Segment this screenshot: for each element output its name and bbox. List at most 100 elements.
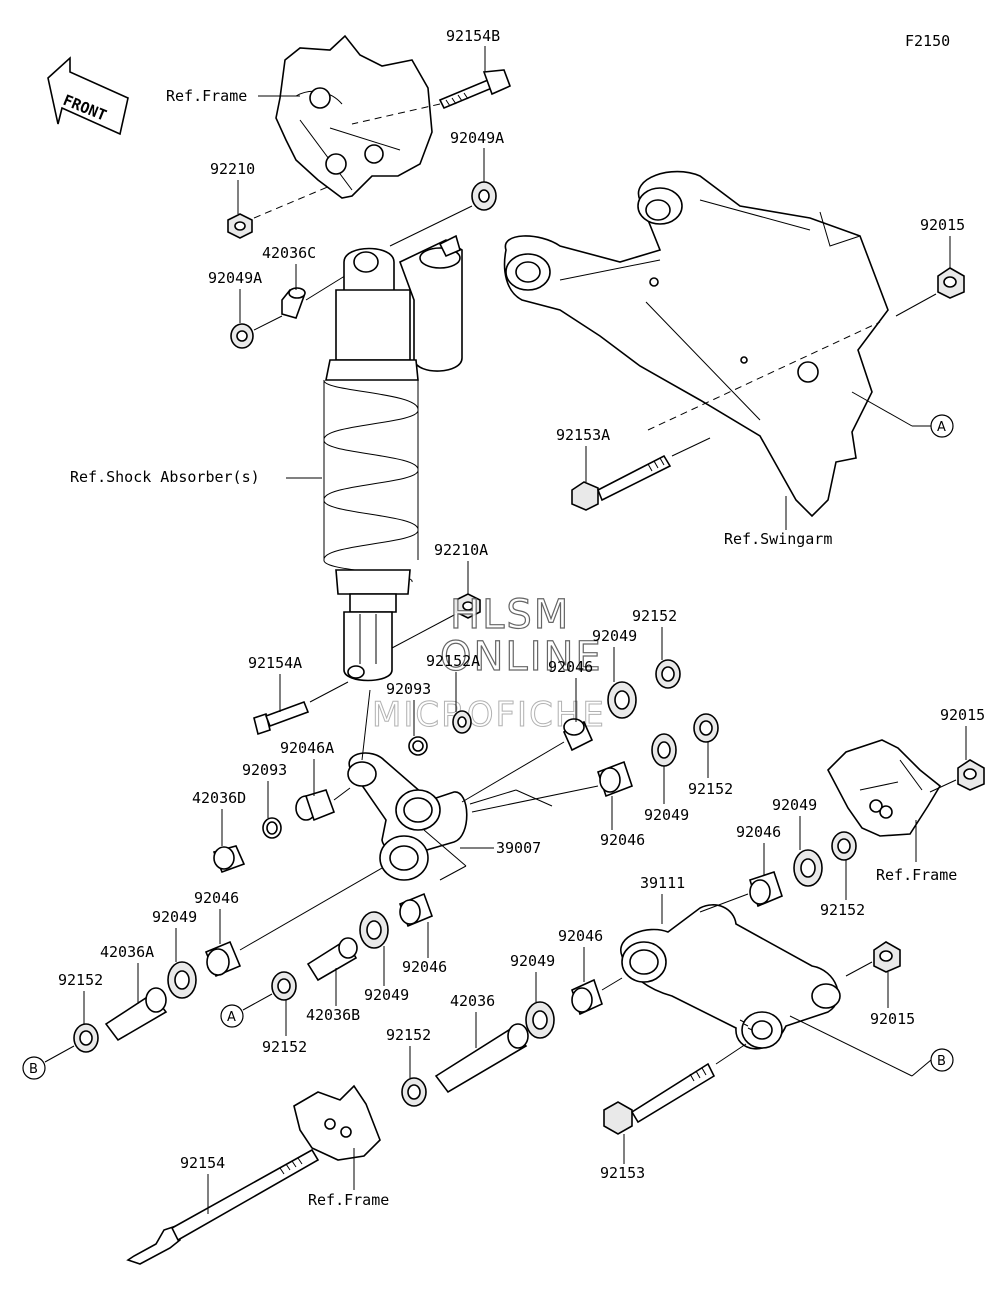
label-42036A: 42036A <box>100 943 154 961</box>
bearing-92046-e <box>204 940 242 978</box>
label-92049-c: 92049 <box>772 796 817 814</box>
frame-top-bracket <box>275 34 433 199</box>
nut-92015-right <box>957 759 985 791</box>
label-92015-bottom: 92015 <box>870 1010 915 1028</box>
washer-92152-d <box>73 1023 99 1053</box>
washer-92152-c <box>831 831 857 861</box>
watermark: HLSM ONLINE MICROFICHE <box>372 591 605 735</box>
callout-b-right: B <box>930 1048 954 1072</box>
washer-92152-f <box>271 971 297 1001</box>
washer-92049-b <box>651 733 677 767</box>
label-39111: 39111 <box>640 874 685 892</box>
svg-text:A: A <box>227 1010 236 1025</box>
label-92152A: 92152A <box>426 652 480 670</box>
ref-frame-right: Ref.Frame <box>876 866 957 884</box>
label-92154: 92154 <box>180 1154 225 1172</box>
label-92049-d: 92049 <box>510 952 555 970</box>
washer-92152A <box>452 710 472 734</box>
bolt-92153A <box>571 454 672 511</box>
svg-text:A: A <box>937 420 946 435</box>
shock-absorber <box>323 234 463 682</box>
label-92049A-top: 92049A <box>450 129 504 147</box>
nut-92015-bottom <box>873 941 901 973</box>
label-92154A: 92154A <box>248 654 302 672</box>
label-92152-b: 92152 <box>688 780 733 798</box>
bolt-92154A <box>253 700 310 736</box>
label-92046-b: 92046 <box>600 831 645 849</box>
label-92154B: 92154B <box>446 27 500 45</box>
label-92210A: 92210A <box>434 541 488 559</box>
label-92046-f: 92046 <box>402 958 447 976</box>
nut-92210A <box>455 593 481 619</box>
tie-rod-39007 <box>347 752 468 881</box>
svg-text:B: B <box>937 1054 946 1069</box>
label-92046-d: 92046 <box>558 927 603 945</box>
watermark-line2: ONLINE <box>440 634 603 680</box>
label-42036: 42036 <box>450 992 495 1010</box>
label-92093-b: 92093 <box>242 761 287 779</box>
collar-42036B <box>306 937 358 982</box>
bolt-92153 <box>603 1062 716 1135</box>
callout-a-top: A <box>930 414 954 438</box>
frame-right-bracket <box>827 739 942 837</box>
nut-92015-top <box>937 267 965 299</box>
label-42036B: 42036B <box>306 1006 360 1024</box>
bolt-92154B <box>438 69 512 110</box>
diagram-code: F2150 <box>905 32 950 50</box>
label-42036D: 42036D <box>192 789 246 807</box>
label-92049-b: 92049 <box>644 806 689 824</box>
label-92015-top: 92015 <box>920 216 965 234</box>
callout-a-left: A <box>220 1004 244 1028</box>
washer-92093-b <box>262 817 282 839</box>
front-arrow-icon: FRONT <box>47 56 129 136</box>
rocker-arm-39111 <box>620 904 841 1050</box>
label-92049A-left: 92049A <box>208 269 262 287</box>
bearing-92046-c <box>749 870 783 908</box>
collar-42036A <box>104 987 168 1042</box>
washer-92049-a <box>607 681 637 719</box>
label-92210: 92210 <box>210 160 255 178</box>
label-92049-e: 92049 <box>152 908 197 926</box>
label-92049-f: 92049 <box>364 986 409 1004</box>
label-92046-a: 92046 <box>548 658 593 676</box>
bearing-92046-d <box>571 978 603 1016</box>
washer-92152-b <box>693 713 719 743</box>
swingarm <box>503 170 889 518</box>
ref-frame-top: Ref.Frame <box>166 87 247 105</box>
watermark-line1: HLSM <box>450 592 570 638</box>
bearing-92046-a <box>562 718 594 752</box>
ref-shock-absorber: Ref.Shock Absorber(s) <box>70 468 260 486</box>
label-42036C: 42036C <box>262 244 316 262</box>
label-92153A: 92153A <box>556 426 610 444</box>
washer-92049-c <box>793 849 823 887</box>
label-92093-a: 92093 <box>386 680 431 698</box>
label-92049-a: 92049 <box>592 627 637 645</box>
label-92046A: 92046A <box>280 739 334 757</box>
label-39007: 39007 <box>496 839 541 857</box>
label-92015-right: 92015 <box>940 706 985 724</box>
label-92152-d: 92152 <box>58 971 103 989</box>
label-92152-a: 92152 <box>632 607 677 625</box>
washer-92152-e <box>401 1077 427 1107</box>
bolt-92154 <box>126 1148 320 1265</box>
label-92152-c: 92152 <box>820 901 865 919</box>
label-92046-c: 92046 <box>736 823 781 841</box>
bearing-92046-f <box>398 892 434 928</box>
bearing-92046-b <box>596 760 634 798</box>
svg-text:B: B <box>29 1062 38 1077</box>
label-92152-f: 92152 <box>262 1038 307 1056</box>
frame-bottom-bracket <box>293 1084 381 1161</box>
label-92046-e: 92046 <box>194 889 239 907</box>
washer-92049A-left <box>230 323 254 349</box>
collar-42036 <box>434 1023 529 1094</box>
washer-92049-d <box>525 1001 555 1039</box>
washer-92093-a <box>408 736 428 756</box>
callout-b-left: B <box>22 1056 46 1080</box>
washer-92049A-top <box>471 181 497 211</box>
washer-92152-a <box>655 659 681 689</box>
label-92152-e: 92152 <box>386 1026 431 1044</box>
nut-92210 <box>227 213 253 239</box>
bearing-92046A <box>295 789 336 822</box>
